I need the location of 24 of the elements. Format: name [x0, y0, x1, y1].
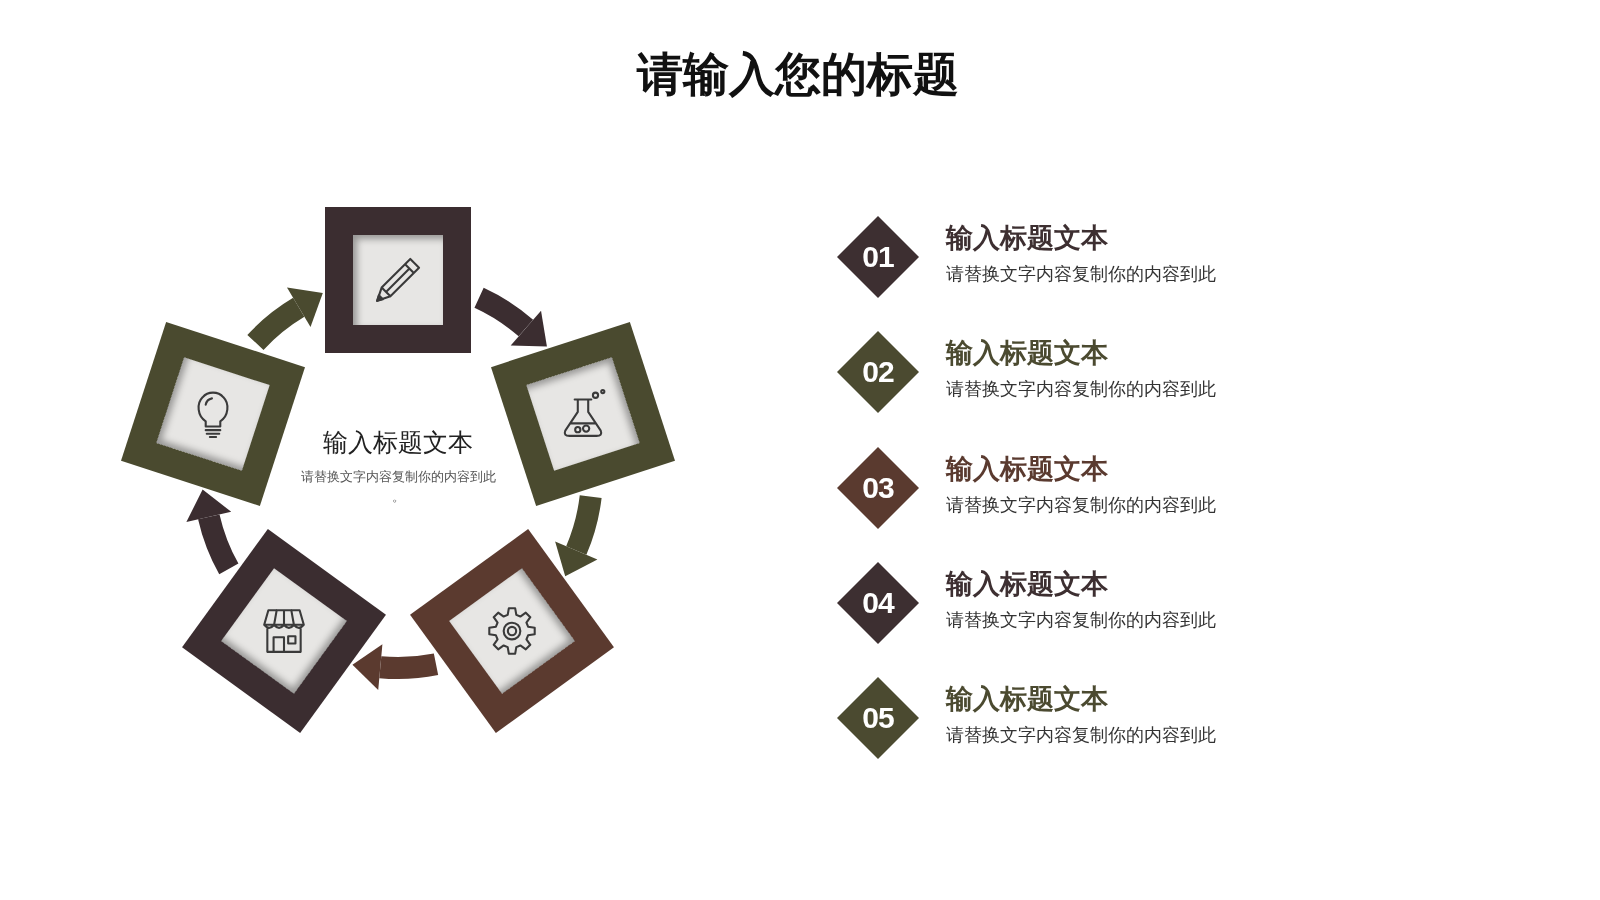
heading: 输入标题文本 — [946, 336, 1108, 370]
arrow — [554, 494, 602, 577]
description: 请替换文字内容复制你的内容到此 — [946, 608, 1216, 632]
arrow — [186, 489, 239, 574]
number-diamond: 02 — [837, 331, 919, 413]
description: 请替换文字内容复制你的内容到此 — [946, 493, 1216, 517]
heading: 输入标题文本 — [946, 452, 1108, 486]
arrow — [352, 644, 438, 691]
description: 请替换文字内容复制你的内容到此。 — [299, 468, 497, 506]
arrow — [474, 287, 548, 346]
description: 请替换文字内容复制你的内容到此 — [946, 723, 1216, 747]
number-diamond: 01 — [837, 216, 919, 298]
heading: 输入标题文本 — [323, 427, 473, 459]
heading: 输入标题文本 — [946, 221, 1108, 255]
heading: 输入标题文本 — [946, 567, 1108, 601]
description: 请替换文字内容复制你的内容到此 — [946, 377, 1216, 401]
number-diamond: 04 — [837, 562, 919, 644]
number-diamond: 05 — [837, 677, 919, 759]
number-diamond: 03 — [837, 447, 919, 529]
icon-frame — [325, 207, 471, 353]
arrow — [247, 288, 323, 351]
description: 请替换文字内容复制你的内容到此 — [946, 262, 1216, 286]
title: 请输入您的标题 — [637, 46, 959, 102]
heading: 输入标题文本 — [946, 682, 1108, 716]
